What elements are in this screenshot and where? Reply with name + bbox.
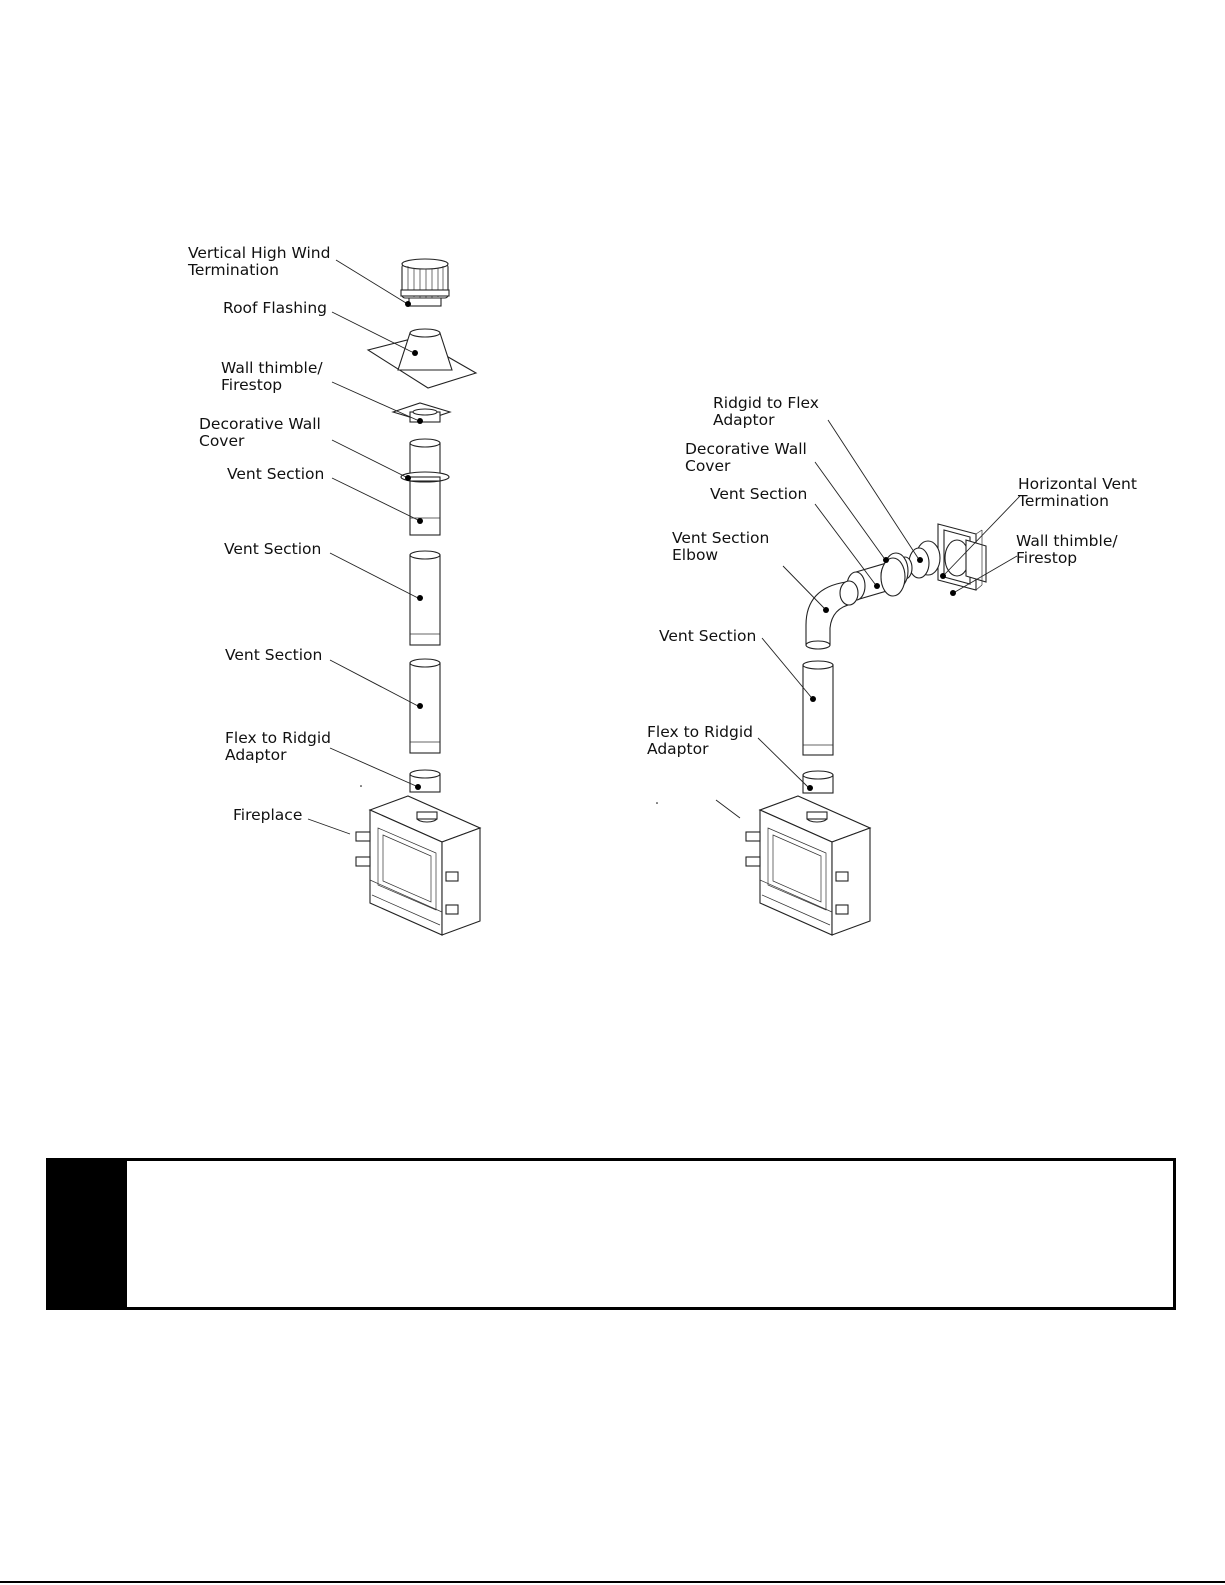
horizontal-leaders [656,419,1021,819]
vertical-installation: Vertical High Wind Termination Roof Flas… [187,244,482,936]
label-vent-section-elbow: Vent Section Elbow [672,529,774,564]
label-decorative-wall-cover-h: Decorative Wall Cover [685,440,812,475]
label-wall-thimble: Wall thimble/ Firestop [221,359,328,394]
horizontal-labels: Ridgid to Flex Adaptor Decorative Wall C… [647,394,1142,758]
label-flex-adaptor-h: Flex to Ridgid Adaptor [647,723,758,758]
horizontal-elbow-part [805,580,859,650]
horizontal-installation: Ridgid to Flex Adaptor Decorative Wall C… [647,394,1142,936]
horizontal-termination-part [937,523,987,591]
vertical-leaders [307,259,423,835]
roof-flashing-part [366,328,478,389]
notice-box [46,1158,1176,1310]
horizontal-vent-section-part [802,660,834,756]
label-vent-section-3: Vent Section [225,646,322,664]
vertical-adaptor-part [409,769,441,793]
footer-rule [0,1581,1225,1583]
label-decorative-wall-cover: Decorative Wall Cover [199,415,326,450]
label-horizontal-termination: Horizontal Vent Termination [1017,475,1142,510]
vertical-vent-section-1-part [400,438,450,536]
label-ridgid-to-flex-adaptor: Ridgid to Flex Adaptor [713,394,824,429]
vertical-fireplace-part [355,795,482,936]
label-vertical-termination: Vertical High Wind Termination [187,244,335,279]
label-vent-section-h1: Vent Section [710,485,807,503]
label-vent-section-h2: Vent Section [659,627,756,645]
label-fireplace: Fireplace [233,806,302,824]
label-roof-flashing: Roof Flashing [223,299,327,317]
notice-side-bar [49,1161,127,1307]
horizontal-fireplace-part [745,795,872,936]
label-vent-section-2: Vent Section [224,540,321,558]
label-wall-thimble-h: Wall thimble/ Firestop [1016,532,1123,567]
horizontal-vent-run-part [846,540,941,601]
label-flex-adaptor: Flex to Ridgid Adaptor [225,729,336,764]
vertical-vent-section-2-part [409,550,441,646]
label-vent-section-1: Vent Section [227,465,324,483]
horizontal-adaptor-part [802,770,834,794]
vertical-termination-part [400,258,450,307]
vertical-vent-section-3-part [409,658,441,754]
vertical-labels: Vertical High Wind Termination Roof Flas… [187,244,336,824]
